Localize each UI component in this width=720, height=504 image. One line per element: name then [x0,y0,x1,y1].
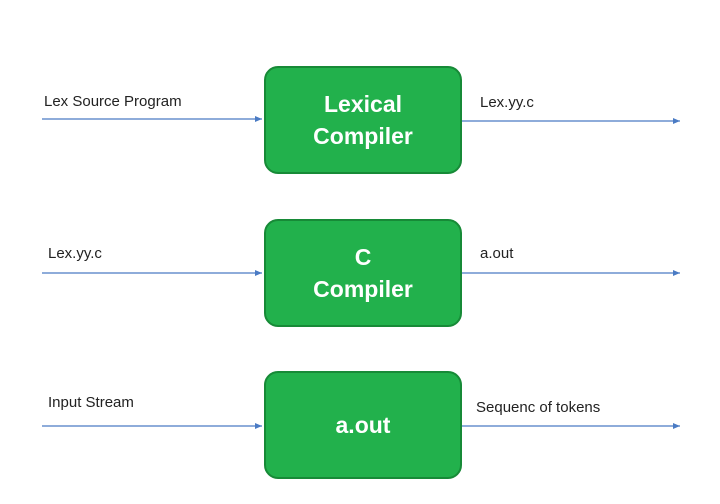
output-label-lex-yy-c: Lex.yy.c [480,94,534,111]
input-label-input-stream: Input Stream [48,394,134,411]
output-label-a-out: a.out [480,245,514,262]
box-line: Lexical [324,91,402,117]
input-label-lex-source-program: Lex Source Program [44,93,182,110]
lexical-compiler-box: Lexical Compiler [264,66,462,174]
input-label-lex-yy-c: Lex.yy.c [48,245,102,262]
box-line: a.out [335,412,391,438]
aout-box: a.out [264,371,462,479]
output-label-sequence-of-tokens: Sequenc of tokens [476,399,601,416]
box-line: Compiler [313,123,413,149]
box-line: C [354,244,372,270]
c-compiler-box: C Compiler [264,219,462,327]
box-line: Compiler [313,276,413,302]
